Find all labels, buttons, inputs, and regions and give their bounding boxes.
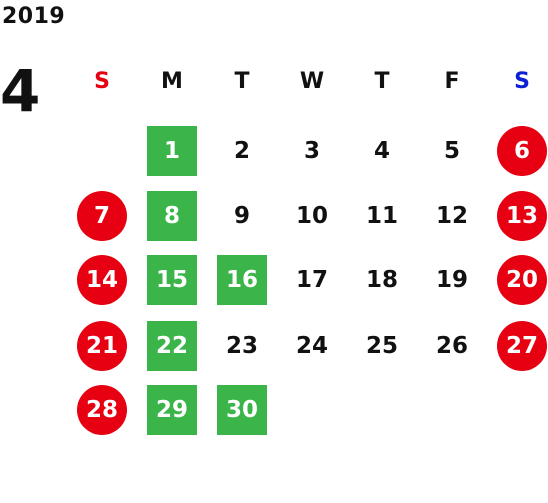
day-cell[interactable]: 4 [350,119,414,183]
day-cell[interactable]: 24 [280,314,344,378]
weekday-header-sun: S [94,68,110,94]
day-number: 24 [295,333,328,359]
day-number: 30 [217,385,267,435]
weekday-header-tue: T [234,68,250,94]
calendar-month: 4 [0,57,41,125]
day-cell[interactable]: 9 [210,184,274,248]
day-cell[interactable]: 15 [140,248,204,312]
day-cell[interactable]: 29 [140,378,204,442]
day-cell[interactable]: 20 [490,248,548,312]
day-number: 11 [365,203,398,229]
day-number: 7 [77,191,127,241]
day-cell[interactable]: 2 [210,119,274,183]
day-cell[interactable]: 28 [70,378,134,442]
day-number: 2 [233,138,250,164]
day-cell[interactable]: 16 [210,248,274,312]
day-cell[interactable]: 1 [140,119,204,183]
day-number: 25 [365,333,398,359]
day-number: 29 [147,385,197,435]
day-number: 28 [77,385,127,435]
day-number: 12 [435,203,468,229]
day-cell[interactable]: 8 [140,184,204,248]
day-number: 10 [295,203,328,229]
weekday-header-wed: W [299,68,325,94]
weekday-header-fri: F [444,68,460,94]
day-cell[interactable]: 19 [420,248,484,312]
day-number: 19 [435,267,468,293]
day-number: 9 [233,203,250,229]
day-cell[interactable]: 26 [420,314,484,378]
day-cell[interactable]: 21 [70,314,134,378]
day-cell[interactable]: 23 [210,314,274,378]
day-cell[interactable]: 11 [350,184,414,248]
day-cell[interactable]: 10 [280,184,344,248]
day-number: 17 [295,267,328,293]
weekday-header-thu: T [374,68,390,94]
day-cell[interactable]: 14 [70,248,134,312]
day-number: 13 [497,191,547,241]
calendar-year: 2019 [2,4,66,29]
day-cell[interactable]: 25 [350,314,414,378]
day-number: 15 [147,255,197,305]
day-cell[interactable]: 3 [280,119,344,183]
day-number: 1 [147,126,197,176]
day-number: 6 [497,126,547,176]
day-cell[interactable]: 22 [140,314,204,378]
day-number: 27 [497,321,547,371]
day-number: 18 [365,267,398,293]
day-cell[interactable]: 17 [280,248,344,312]
day-cell[interactable]: 5 [420,119,484,183]
day-number: 23 [225,333,258,359]
day-number: 22 [147,321,197,371]
day-number: 8 [147,191,197,241]
day-number: 4 [373,138,390,164]
day-cell[interactable]: 18 [350,248,414,312]
weekday-header-mon: M [161,68,183,94]
day-cell[interactable]: 30 [210,378,274,442]
day-number: 20 [497,255,547,305]
day-cell[interactable]: 13 [490,184,548,248]
day-number: 26 [435,333,468,359]
day-number: 16 [217,255,267,305]
day-cell[interactable]: 27 [490,314,548,378]
day-number: 21 [77,321,127,371]
day-number: 3 [303,138,320,164]
day-number: 5 [443,138,460,164]
day-cell[interactable]: 7 [70,184,134,248]
day-number: 14 [77,255,127,305]
day-cell[interactable]: 6 [490,119,548,183]
day-cell[interactable]: 12 [420,184,484,248]
weekday-header-sat: S [514,68,530,94]
